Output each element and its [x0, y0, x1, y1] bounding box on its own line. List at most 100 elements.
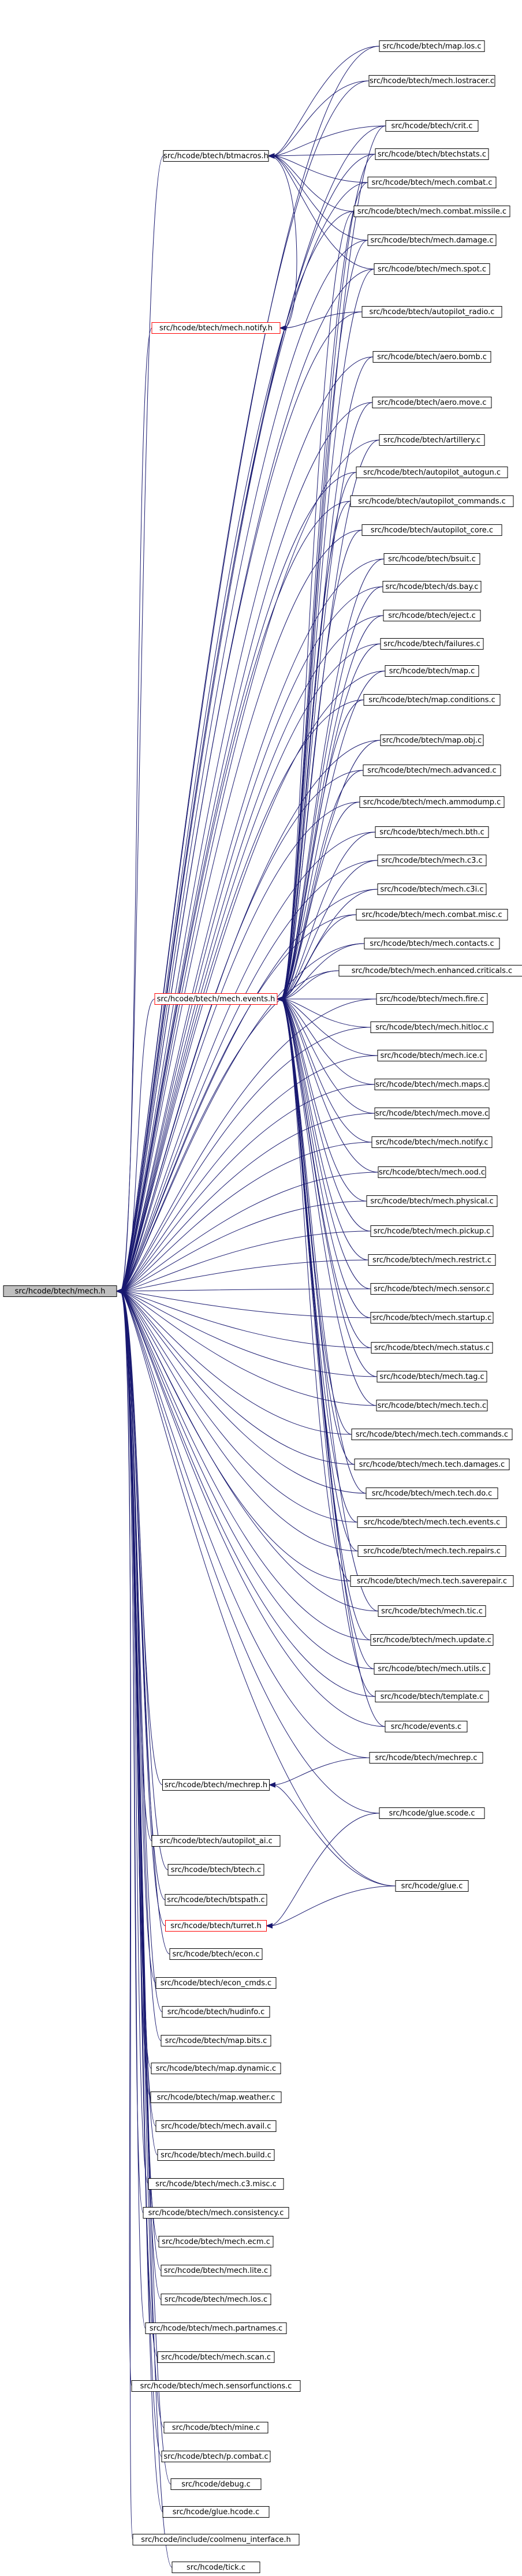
node-mech_tech_c[interactable]: src/hcode/btech/mech.tech.c: [376, 1400, 488, 1411]
node-btspath_c[interactable]: src/hcode/btech/btspath.c: [165, 1894, 267, 1906]
node-autopilot_radio_c[interactable]: src/hcode/btech/autopilot_radio.c: [361, 306, 502, 318]
node-aero_bomb_c[interactable]: src/hcode/btech/aero.bomb.c: [372, 351, 491, 363]
node-mech_ecm_c[interactable]: src/hcode/btech/mech.ecm.c: [158, 2236, 274, 2247]
node-mech_lostracer_c[interactable]: src/hcode/btech/mech.lostracer.c: [368, 75, 495, 87]
node-mech_maps_c[interactable]: src/hcode/btech/mech.maps.c: [374, 1079, 490, 1090]
node-mech_combat_c[interactable]: src/hcode/btech/mech.combat.c: [367, 177, 497, 188]
node-coolmenu_interface_h[interactable]: src/hcode/include/coolmenu_interface.h: [132, 2534, 300, 2545]
node-mech_tech_events_c[interactable]: src/hcode/btech/mech.tech.events.c: [357, 1516, 507, 1528]
node-mech_startup_c[interactable]: src/hcode/btech/mech.startup.c: [370, 1312, 494, 1324]
node-mech_c3_misc_c[interactable]: src/hcode/btech/mech.c3.misc.c: [148, 2178, 284, 2190]
node-map_weather_c[interactable]: src/hcode/btech/map.weather.c: [150, 2092, 282, 2103]
node-mech_fire_c[interactable]: src/hcode/btech/mech.fire.c: [376, 993, 488, 1005]
edge-mechrep_h-glue_c: [273, 1784, 396, 1887]
node-map_conditions_c[interactable]: src/hcode/btech/map.conditions.c: [363, 694, 501, 706]
node-mech_notify_c[interactable]: src/hcode/btech/mech.notify.c: [371, 1136, 493, 1148]
node-mech_tech_do_c[interactable]: src/hcode/btech/mech.tech.do.c: [366, 1488, 498, 1499]
node-mech_ammodump_c[interactable]: src/hcode/btech/mech.ammodump.c: [359, 796, 505, 808]
node-mech_damage_c[interactable]: src/hcode/btech/mech.damage.c: [367, 234, 497, 246]
node-mech_build_c[interactable]: src/hcode/btech/mech.build.c: [157, 2149, 275, 2161]
edge-mech_events_h-mech_tech_c: [280, 998, 377, 1406]
node-mech_c3i_c[interactable]: src/hcode/btech/mech.c3i.c: [377, 883, 487, 895]
node-crit_c[interactable]: src/hcode/btech/crit.c: [385, 120, 479, 132]
node-mech_notify_h[interactable]: src/hcode/btech/mech.notify.h: [151, 322, 281, 334]
node-mech_sensor_c[interactable]: src/hcode/btech/mech.sensor.c: [370, 1283, 494, 1295]
node-aero_move_c[interactable]: src/hcode/btech/aero.move.c: [372, 397, 492, 408]
node-mech_scan_c[interactable]: src/hcode/btech/mech.scan.c: [157, 2351, 275, 2363]
node-map_obj_c[interactable]: src/hcode/btech/map.obj.c: [380, 735, 484, 746]
node-btmacros_h[interactable]: src/hcode/btech/btmacros.h: [163, 150, 269, 162]
node-map_bits_c[interactable]: src/hcode/btech/map.bits.c: [161, 2035, 271, 2046]
node-ds_bay_c[interactable]: src/hcode/btech/ds.bay.c: [382, 581, 482, 592]
node-p_combat_c[interactable]: src/hcode/btech/p.combat.c: [161, 2451, 271, 2462]
node-bsuit_c[interactable]: src/hcode/btech/bsuit.c: [383, 553, 480, 565]
node-econ_c[interactable]: src/hcode/btech/econ.c: [169, 1948, 263, 1960]
node-mech_tech_repairs_c[interactable]: src/hcode/btech/mech.tech.repairs.c: [357, 1545, 506, 1557]
node-box: [370, 1283, 494, 1295]
node-mech_tech_damages_c[interactable]: src/hcode/btech/mech.tech.damages.c: [354, 1459, 510, 1470]
node-map_los_c[interactable]: src/hcode/btech/map.los.c: [379, 40, 485, 52]
node-mine_c[interactable]: src/hcode/btech/mine.c: [163, 2422, 269, 2433]
node-map_dynamic_c[interactable]: src/hcode/btech/map.dynamic.c: [151, 2063, 281, 2074]
node-mech_partnames_c[interactable]: src/hcode/btech/mech.partnames.c: [145, 2322, 287, 2334]
node-mech_tic_c[interactable]: src/hcode/btech/mech.tic.c: [378, 1605, 486, 1617]
node-mech_sensorfunctions_c[interactable]: src/hcode/btech/mech.sensorfunctions.c: [131, 2380, 301, 2392]
node-hudinfo_c[interactable]: src/hcode/btech/hudinfo.c: [162, 2006, 270, 2018]
edge-mech_h-mech_tic_c: [120, 1291, 379, 1612]
node-mech_lite_c[interactable]: src/hcode/btech/mech.lite.c: [161, 2265, 271, 2276]
node-mech_utils_c[interactable]: src/hcode/btech/mech.utils.c: [374, 1663, 490, 1675]
node-mech_tag_c[interactable]: src/hcode/btech/mech.tag.c: [376, 1371, 487, 1382]
node-label: src/hcode/btech/mech.move.c: [375, 1109, 489, 1118]
node-mech_physical_c[interactable]: src/hcode/btech/mech.physical.c: [366, 1195, 498, 1207]
node-btechstats_c[interactable]: src/hcode/btech/btechstats.c: [375, 148, 489, 160]
node-mech_tech_saverepair_c[interactable]: src/hcode/btech/mech.tech.saverepair.c: [350, 1575, 514, 1587]
node-glue_scode_c[interactable]: src/hcode/glue.scode.c: [379, 1807, 485, 1819]
node-mech_enhanced_criticals_c[interactable]: src/hcode/btech/mech.enhanced.criticals.…: [338, 965, 522, 976]
node-artillery_c[interactable]: src/hcode/btech/artillery.c: [379, 434, 485, 446]
node-mech_move_c[interactable]: src/hcode/btech/mech.move.c: [374, 1108, 490, 1119]
node-mech_contacts_c[interactable]: src/hcode/btech/mech.contacts.c: [364, 938, 500, 949]
node-mech_update_c[interactable]: src/hcode/btech/mech.update.c: [370, 1634, 494, 1646]
node-mech_consistency_c[interactable]: src/hcode/btech/mech.consistency.c: [143, 2207, 289, 2219]
node-mech_ood_c[interactable]: src/hcode/btech/mech.ood.c: [378, 1166, 486, 1178]
node-mech_events_h[interactable]: src/hcode/btech/mech.events.h: [154, 993, 278, 1005]
node-debug_c[interactable]: src/hcode/debug.c: [170, 2478, 262, 2490]
node-mech_los_c[interactable]: src/hcode/btech/mech.los.c: [161, 2294, 271, 2305]
node-mech_tech_commands_c[interactable]: src/hcode/btech/mech.tech.commands.c: [351, 1429, 513, 1440]
node-mech_restrict_c[interactable]: src/hcode/btech/mech.restrict.c: [368, 1254, 496, 1266]
node-autopilot_commands_c[interactable]: src/hcode/btech/autopilot_commands.c: [350, 495, 514, 507]
node-eject_c[interactable]: src/hcode/btech/eject.c: [383, 610, 481, 621]
node-failures_c[interactable]: src/hcode/btech/failures.c: [380, 638, 484, 650]
node-turret_h[interactable]: src/hcode/btech/turret.h: [165, 1920, 267, 1932]
node-box: [3, 1285, 117, 1297]
edge-layer: [115, 46, 396, 2568]
node-box: [154, 993, 278, 1005]
node-btech_c[interactable]: src/hcode/btech/btech.c: [167, 1864, 264, 1876]
node-mech_avail_c[interactable]: src/hcode/btech/mech.avail.c: [155, 2120, 277, 2132]
node-map_c[interactable]: src/hcode/btech/map.c: [385, 665, 479, 677]
node-glue_c[interactable]: src/hcode/glue.c: [395, 1880, 469, 1892]
node-autopilot_ai_c[interactable]: src/hcode/btech/autopilot_ai.c: [151, 1835, 281, 1847]
node-mech_ice_c[interactable]: src/hcode/btech/mech.ice.c: [377, 1050, 487, 1061]
node-template_c[interactable]: src/hcode/btech/template.c: [375, 1691, 489, 1702]
node-mech_pickup_c[interactable]: src/hcode/btech/mech.pickup.c: [370, 1225, 494, 1237]
node-events_c[interactable]: src/hcode/events.c: [385, 1721, 468, 1732]
node-mech_combat_misc_c[interactable]: src/hcode/btech/mech.combat.misc.c: [356, 909, 508, 920]
node-mech_spot_c[interactable]: src/hcode/btech/mech.spot.c: [374, 263, 490, 275]
node-mechrep_h[interactable]: src/hcode/btech/mechrep.h: [162, 1779, 270, 1791]
node-mech_status_c[interactable]: src/hcode/btech/mech.status.c: [371, 1342, 493, 1354]
node-mech_advanced_c[interactable]: src/hcode/btech/mech.advanced.c: [363, 765, 501, 776]
edge-mech_h-turret_h: [120, 1291, 166, 1926]
node-mech_c3_c[interactable]: src/hcode/btech/mech.c3.c: [377, 855, 487, 866]
node-glue_hcode_c[interactable]: src/hcode/glue.hcode.c: [162, 2506, 270, 2518]
node-econ_cmds_c[interactable]: src/hcode/btech/econ_cmds.c: [155, 1977, 277, 1989]
node-mech_hitloc_c[interactable]: src/hcode/btech/mech.hitloc.c: [370, 1022, 494, 1033]
edge-mech_events_h-mech_ood_c: [280, 998, 379, 1173]
node-autopilot_core_c[interactable]: src/hcode/btech/autopilot_core.c: [361, 524, 502, 536]
node-mech_combat_missile_c[interactable]: src/hcode/btech/mech.combat.missile.c: [353, 206, 510, 217]
node-mech_bth_c[interactable]: src/hcode/btech/mech.bth.c: [375, 826, 489, 838]
node-autopilot_autogun_c[interactable]: src/hcode/btech/autopilot_autogun.c: [356, 467, 508, 478]
node-label: src/hcode/btech/mech.ecm.c: [162, 2238, 270, 2246]
node-mechrep_c[interactable]: src/hcode/btech/mechrep.c: [369, 1752, 483, 1764]
node-tick_c[interactable]: src/hcode/tick.c: [171, 2562, 260, 2573]
